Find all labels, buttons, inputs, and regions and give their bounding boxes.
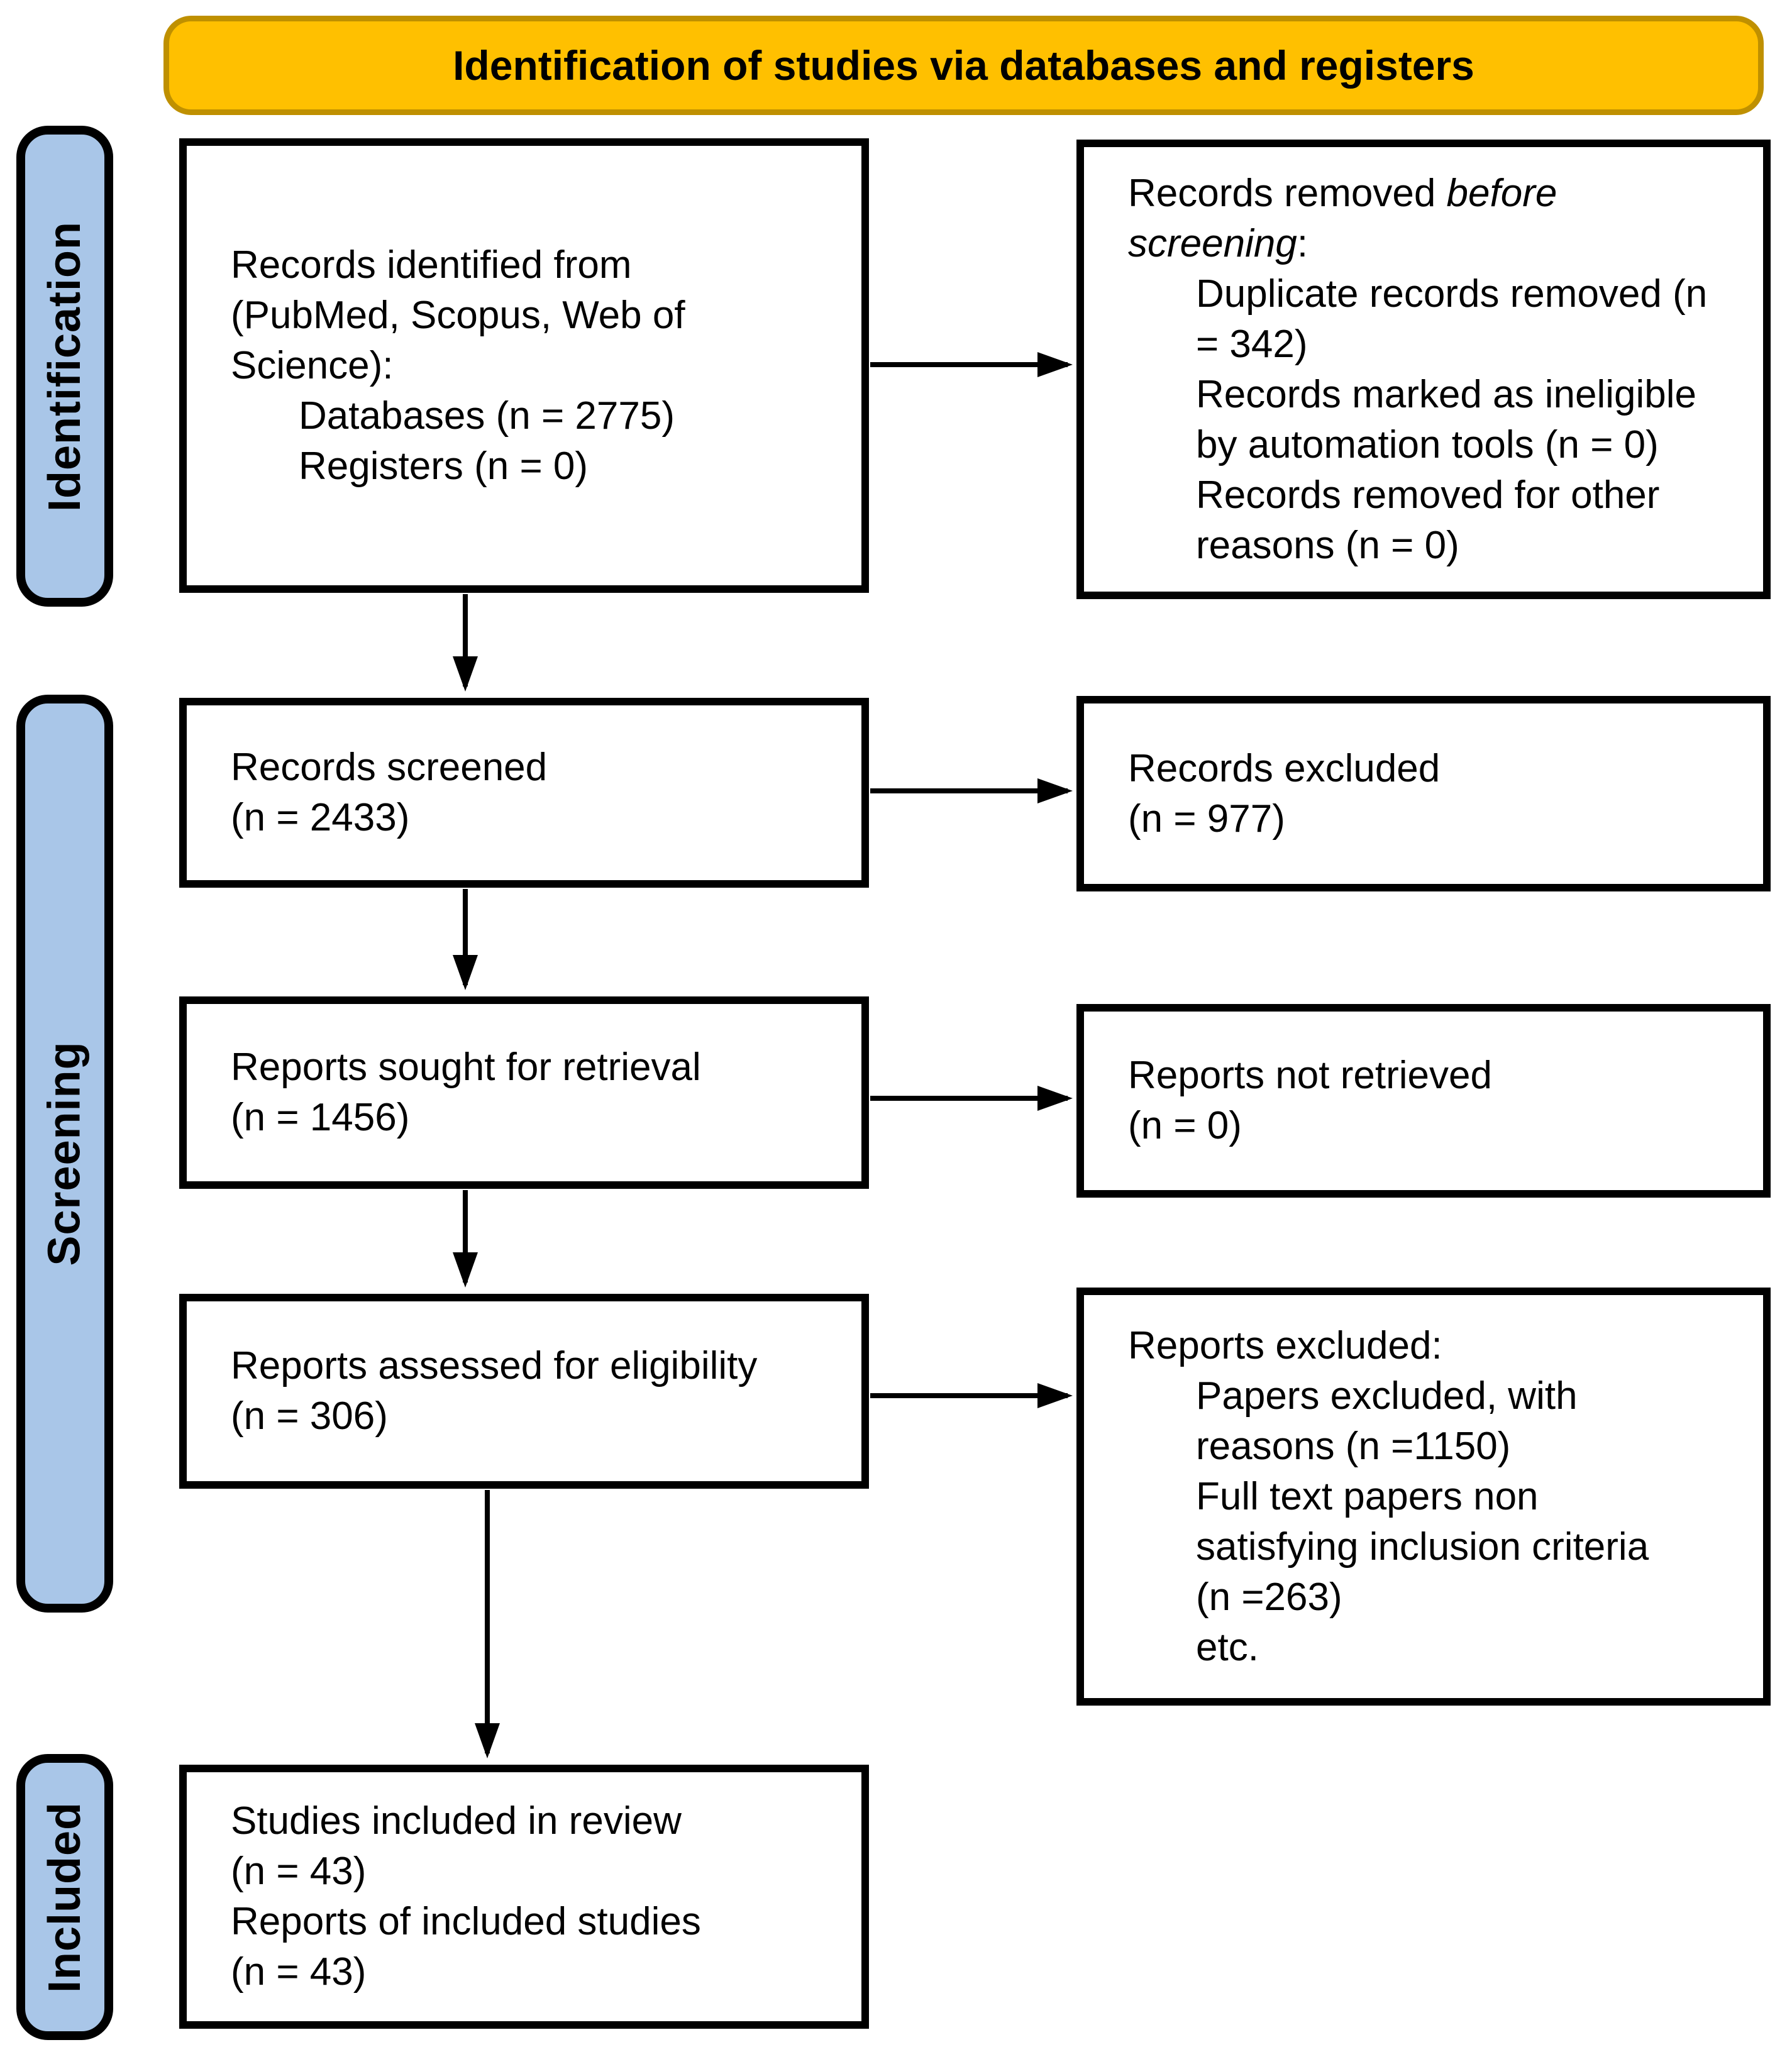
text-line: (n = 1456) — [231, 1096, 410, 1139]
text-line: Reports not retrieved — [1128, 1054, 1492, 1097]
box-records-excluded: Records excluded (n = 977) — [1076, 696, 1771, 891]
text-line: by automation tools (n = 0) — [1196, 422, 1659, 466]
text-line: Records screened — [231, 746, 548, 789]
text-line: satisfying inclusion criteria — [1196, 1525, 1649, 1569]
stage-label-identification: Identification — [16, 126, 113, 607]
text-line: Records excluded — [1128, 746, 1441, 790]
text-line: (n =263) — [1196, 1575, 1342, 1619]
text-line: Reports sought for retrieval — [231, 1045, 701, 1089]
text-line: Full text papers non — [1196, 1474, 1539, 1518]
banner-title: Identification of studies via databases … — [163, 16, 1764, 115]
box-records-identified: Records identified from (PubMed, Scopus, … — [179, 138, 869, 593]
text-line: = 342) — [1196, 322, 1308, 366]
text-line: Reports assessed for eligibility — [231, 1344, 758, 1387]
box-reports-excluded: Reports excluded: Papers excluded, with re… — [1076, 1288, 1771, 1706]
text-line: Duplicate records removed (n — [1196, 272, 1708, 316]
box-reports-not-retrieved: Reports not retrieved (n = 0) — [1076, 1004, 1771, 1198]
text-line: Papers excluded, with — [1196, 1374, 1578, 1418]
text-line: (n = 0) — [1128, 1104, 1242, 1147]
text-line: Reports excluded: — [1128, 1323, 1442, 1367]
text-line: Records identified from — [231, 243, 632, 287]
stage-included-text: Included — [40, 1801, 91, 1993]
text-line: (n = 2433) — [231, 796, 410, 839]
stage-label-screening: Screening — [16, 695, 113, 1613]
stage-screening-text: Screening — [40, 1041, 90, 1266]
text-line: (n = 43) — [231, 1850, 367, 1893]
text-line: (n = 977) — [1128, 797, 1285, 841]
box-reports-sought-for-retrieval: Reports sought for retrieval (n = 1456) — [179, 996, 869, 1189]
stage-identification-text: Identification — [40, 221, 90, 512]
box-records-removed-before-screening: Records removed before screening: Duplicat… — [1076, 140, 1771, 599]
box-reports-assessed-for-eligibility: Reports assessed for eligibility (n = 306… — [179, 1294, 869, 1489]
stage-label-included: Included — [16, 1754, 113, 2040]
text-line: Records removed before — [1128, 171, 1557, 215]
text-line: Reports of included studies — [231, 1900, 701, 1943]
text-line: Science): — [231, 343, 394, 387]
text-line: reasons (n =1150) — [1196, 1424, 1511, 1468]
text-line: screening: — [1128, 221, 1308, 265]
text-line: (n = 43) — [231, 1950, 367, 1994]
text-line: (PubMed, Scopus, Web of — [231, 293, 685, 337]
text-line: Studies included in review — [231, 1799, 682, 1843]
text-line: Records removed for other — [1196, 473, 1660, 517]
text-line: Databases (n = 2775) — [299, 394, 675, 438]
box-records-screened: Records screened (n = 2433) — [179, 698, 869, 888]
banner-title-label: Identification of studies via databases … — [453, 42, 1474, 89]
text-line: (n = 306) — [231, 1394, 388, 1438]
box-studies-included-in-review: Studies included in review (n = 43) Report… — [179, 1765, 869, 2029]
text-line: reasons (n = 0) — [1196, 523, 1459, 567]
text-line: Records marked as ineligible — [1196, 372, 1697, 416]
text-line: etc. — [1196, 1625, 1259, 1669]
text-line: Registers (n = 0) — [299, 444, 589, 488]
